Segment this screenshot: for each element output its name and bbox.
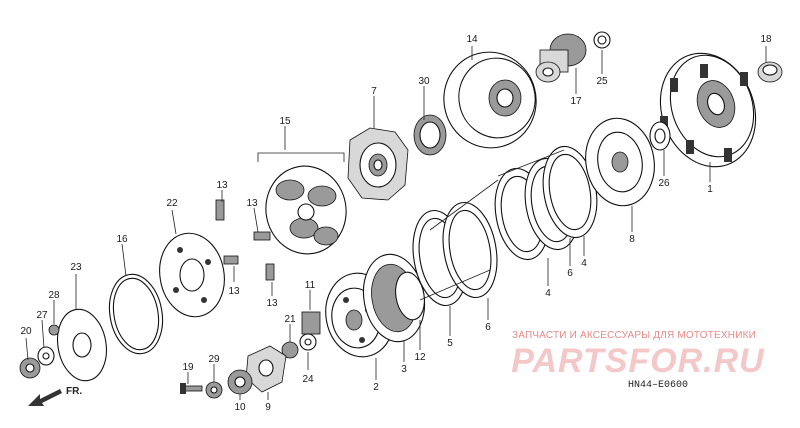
callout-2: 2 <box>373 382 379 393</box>
callout-12: 12 <box>414 352 426 363</box>
part-16-o-ring <box>108 273 164 355</box>
callout-10: 10 <box>234 402 246 413</box>
callout-15: 15 <box>279 116 291 127</box>
callout-27: 27 <box>36 310 48 321</box>
callout-6b: 6 <box>567 268 573 279</box>
part-11-spring <box>301 311 321 335</box>
part-7-drive-plate <box>347 127 409 201</box>
callout-29: 29 <box>208 354 220 365</box>
part-25-washer <box>593 31 611 49</box>
part-28-washer <box>48 324 60 336</box>
callout-17: 17 <box>570 96 582 107</box>
callout-5: 5 <box>447 338 453 349</box>
part-19-bolt <box>180 383 203 394</box>
callout-28: 28 <box>48 290 60 301</box>
callout-4b: 4 <box>581 258 587 269</box>
part-14-clutch-drum <box>443 51 537 149</box>
part-24-washer <box>299 333 317 351</box>
part-18-bushing <box>757 61 783 83</box>
callout-24: 24 <box>302 374 314 385</box>
callout-7: 7 <box>371 86 377 97</box>
part-30-one-way-clutch <box>413 114 447 156</box>
assembly-guide-lines <box>419 149 565 301</box>
callout-13d: 13 <box>266 298 278 309</box>
callout-13c: 13 <box>228 286 240 297</box>
watermark-tagline: ЗАПЧАСТИ И АКСЕССУАРЫ ДЛЯ МОТОТЕХНИКИ <box>511 330 757 341</box>
callout-13b: 13 <box>246 198 258 209</box>
callout-13a: 13 <box>216 180 228 191</box>
part-17-drive-gear <box>535 33 587 83</box>
callout-21: 21 <box>284 314 296 325</box>
part-13-springs <box>215 199 275 281</box>
callout-26: 26 <box>658 178 670 189</box>
callout-25: 25 <box>596 76 608 87</box>
diagram-code: HN44–E0600 <box>628 380 689 391</box>
callout-labels: 1 2 3 4 4 5 6 6 7 8 9 10 11 12 13 13 13 … <box>20 34 772 413</box>
callout-8: 8 <box>629 234 635 245</box>
callout-18: 18 <box>760 34 772 45</box>
callout-19: 19 <box>182 362 194 373</box>
callout-14: 14 <box>466 34 478 45</box>
part-12-spacer <box>395 271 425 321</box>
callout-3: 3 <box>401 364 407 375</box>
callout-9: 9 <box>265 402 271 413</box>
part-15-clutch-weight-assy <box>257 152 347 255</box>
callout-23: 23 <box>70 262 82 273</box>
watermark-logo: PARTSFOR.RU <box>511 342 765 380</box>
callout-4a: 4 <box>545 288 551 299</box>
callout-11: 11 <box>305 280 316 291</box>
part-29-bearing <box>205 381 223 399</box>
callout-1: 1 <box>707 184 713 195</box>
part-22-side-plate <box>159 232 225 318</box>
callout-16: 16 <box>116 234 128 245</box>
part-26-washer <box>649 121 671 151</box>
leader-lines <box>25 46 767 400</box>
part-10-bearing <box>227 369 253 395</box>
part-23-plate <box>57 308 107 382</box>
callout-20: 20 <box>20 326 32 337</box>
front-arrow-icon: FR. <box>28 386 82 406</box>
callout-6a: 6 <box>485 322 491 333</box>
callout-30: 30 <box>418 76 430 87</box>
part-8-lifter-plate <box>585 117 655 207</box>
part-27-washer <box>37 346 55 366</box>
callout-22: 22 <box>166 198 178 209</box>
part-6-clutch-plate <box>442 201 498 299</box>
front-arrow-label: FR. <box>66 386 82 397</box>
part-20-nut <box>19 357 41 379</box>
